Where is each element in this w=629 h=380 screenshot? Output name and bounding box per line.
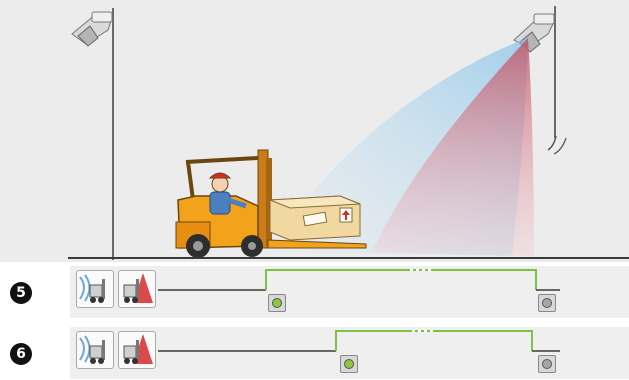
forklift-target-icon [118,270,156,308]
scene-illustration [71,6,567,260]
row-number-badge: 5 [10,282,32,304]
right-sensor-pole [513,6,567,155]
left-sensor-icon [71,11,113,47]
signal-row-6: 6 [0,327,629,379]
forklift-sensor-icon [76,270,114,308]
left-sensor-pole [71,8,114,260]
signal-trace [158,330,560,352]
floor-line [68,257,629,259]
signal-row-5: 5 [0,266,629,318]
signal-trace [158,269,560,291]
detection-beam-red [372,38,534,256]
forklift-target-icon [118,331,156,369]
scene-area [0,0,629,262]
forklift-illustration [175,149,367,258]
output-off-led [538,355,556,373]
output-on-led [268,294,286,312]
right-sensor-icon [513,13,555,53]
row-number-badge: 6 [10,343,32,365]
output-on-led [340,355,358,373]
forklift-sensor-icon [76,331,114,369]
output-off-led [538,294,556,312]
